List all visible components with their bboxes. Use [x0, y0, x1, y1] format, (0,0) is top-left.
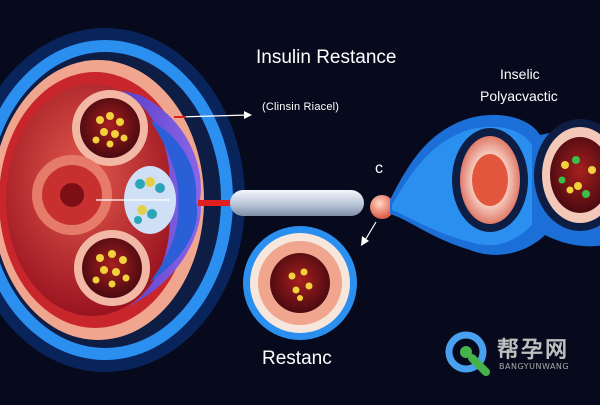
organelle-bottom [74, 230, 150, 306]
left-cell [0, 28, 245, 372]
granules-bottom [92, 250, 130, 288]
watermark-english: BANGYUNWANG [499, 362, 570, 371]
bottom-label: Restanc [262, 348, 332, 369]
down-arrow [361, 221, 377, 246]
title-label: Insulin Restance [256, 47, 397, 68]
subtitle-label: (Clinsin Riacel) [262, 101, 340, 113]
right-label-top: Inselic [500, 66, 540, 82]
organelle-top [72, 90, 148, 166]
watermark-logo-icon [445, 331, 490, 376]
granules-top [92, 112, 128, 148]
bottom-cell [243, 226, 357, 340]
letter-label: c [375, 160, 383, 177]
connecting-tube [198, 190, 394, 219]
right-cells [390, 114, 600, 255]
organelle-middle [32, 155, 112, 235]
pointer-arrow [174, 111, 252, 119]
watermark-chinese: 帮孕网 [497, 338, 570, 363]
right-label-bottom: Polyacvactic [480, 88, 558, 104]
